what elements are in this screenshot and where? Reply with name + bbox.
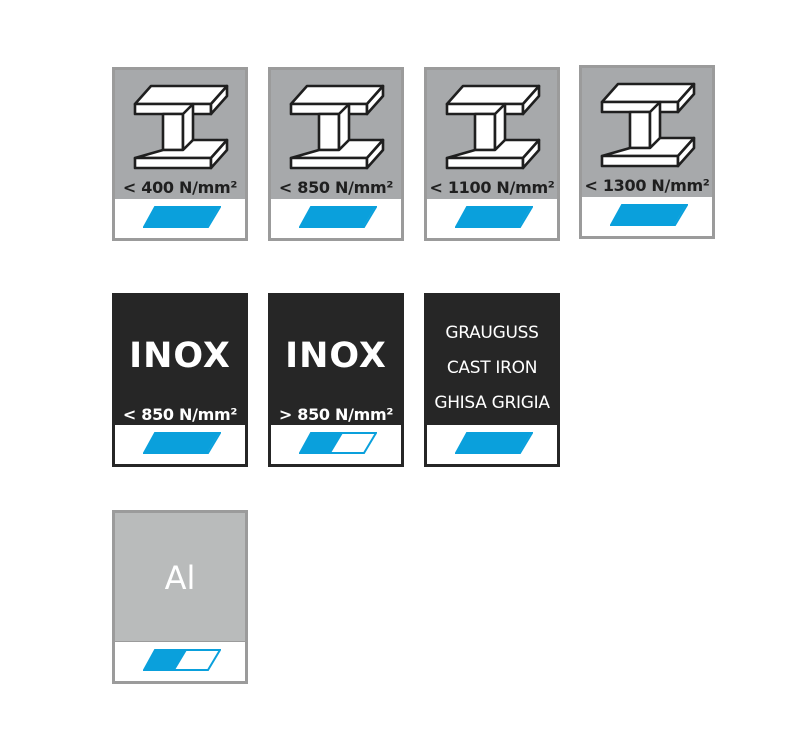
material-tile-steel-400: < 400 N/mm² [112,67,248,241]
rating-area [115,199,245,238]
beam-part [161,112,185,152]
beam-part [317,112,341,152]
beam-part [289,102,369,116]
material-name-it: GHISA GRIGIA [434,393,550,413]
rating-area [115,642,245,681]
rating-fill [300,207,375,227]
material-names: GRAUGUSS CAST IRON GHISA GRIGIA [427,316,557,421]
beam-part [209,84,229,116]
material-tile-steel-850: < 850 N/mm² [268,67,404,241]
rating-fill [144,433,219,453]
beam-part [473,112,497,152]
rating-fill [144,650,187,670]
tile-top: < 850 N/mm² [271,70,401,202]
rating-indicator [610,204,688,226]
beam-part [600,100,680,114]
rating-fill [144,207,219,227]
strength-label: < 850 N/mm² [278,178,394,197]
beam-part [289,156,369,170]
beam-part [521,138,541,170]
strength-label: < 400 N/mm² [122,178,238,197]
strength-label: < 1100 N/mm² [429,178,555,197]
tile-top: INOX < 850 N/mm² [115,296,245,428]
material-tile-cast-iron: GRAUGUSS CAST IRON GHISA GRIGIA [424,293,560,467]
i-beam-icon [289,84,385,170]
tile-top: INOX > 850 N/mm² [271,296,401,428]
beam-part [365,138,385,170]
beam-part [133,102,213,116]
material-title: Al [164,559,196,597]
beam-part [521,84,541,116]
beam-part [676,82,696,114]
i-beam-icon [600,82,696,168]
material-tile-aluminium: Al [112,510,248,684]
beam-part [445,102,525,116]
rating-area [582,197,712,236]
material-tile-inox-lt850: INOX < 850 N/mm² [112,293,248,467]
material-name-de: GRAUGUSS [445,323,539,343]
rating-fill [611,205,686,225]
rating-indicator [143,649,221,671]
rating-indicator [455,432,533,454]
strength-label: > 850 N/mm² [278,405,394,424]
material-tile-steel-1100: < 1100 N/mm² [424,67,560,241]
i-beam-icon [445,84,541,170]
tile-top: Al [115,513,245,641]
rating-indicator [455,206,533,228]
rating-indicator [143,206,221,228]
beam-part [133,156,213,170]
rating-indicator [143,432,221,454]
rating-fill [300,433,343,453]
material-title: INOX [285,336,387,376]
beam-part [209,138,229,170]
beam-part [600,154,680,168]
strength-label: < 850 N/mm² [122,405,238,424]
material-tile-inox-gt850: INOX > 850 N/mm² [268,293,404,467]
beam-part [365,84,385,116]
rating-area [427,199,557,238]
rating-area [271,199,401,238]
beam-part [676,136,696,168]
material-title: INOX [129,336,231,376]
rating-area [115,425,245,464]
rating-area [271,425,401,464]
rating-area [427,425,557,464]
rating-indicator [299,206,377,228]
beam-part [445,156,525,170]
tile-top: < 1100 N/mm² [427,70,557,202]
tile-top: < 400 N/mm² [115,70,245,202]
beam-part [628,110,652,150]
rating-indicator [299,432,377,454]
strength-label: < 1300 N/mm² [584,176,710,195]
tile-top: < 1300 N/mm² [582,68,712,200]
material-name-en: CAST IRON [446,358,538,378]
material-tile-steel-1300: < 1300 N/mm² [579,65,715,239]
rating-fill [456,207,531,227]
i-beam-icon [133,84,229,170]
rating-fill [456,433,531,453]
tile-top: GRAUGUSS CAST IRON GHISA GRIGIA [427,296,557,428]
